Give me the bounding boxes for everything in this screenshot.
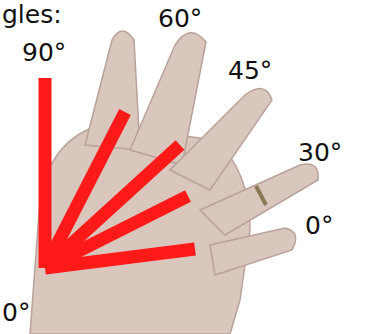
thumb [210,228,296,275]
hand [30,31,318,334]
angle-label: 0° [2,300,30,325]
angle-label: 45° [228,58,272,83]
ray-0 [45,249,195,268]
angle-label: 30° [298,140,342,165]
ring [256,186,266,205]
ray-90 [39,78,52,268]
angle-label: 90° [22,40,66,65]
finger [200,164,318,235]
ring-band [256,186,266,205]
angle-label: 0° [305,213,333,238]
angle-label: 60° [158,6,202,31]
angle-rays [45,78,195,268]
finger [170,89,272,190]
caption-fragment: gles: [2,2,62,27]
